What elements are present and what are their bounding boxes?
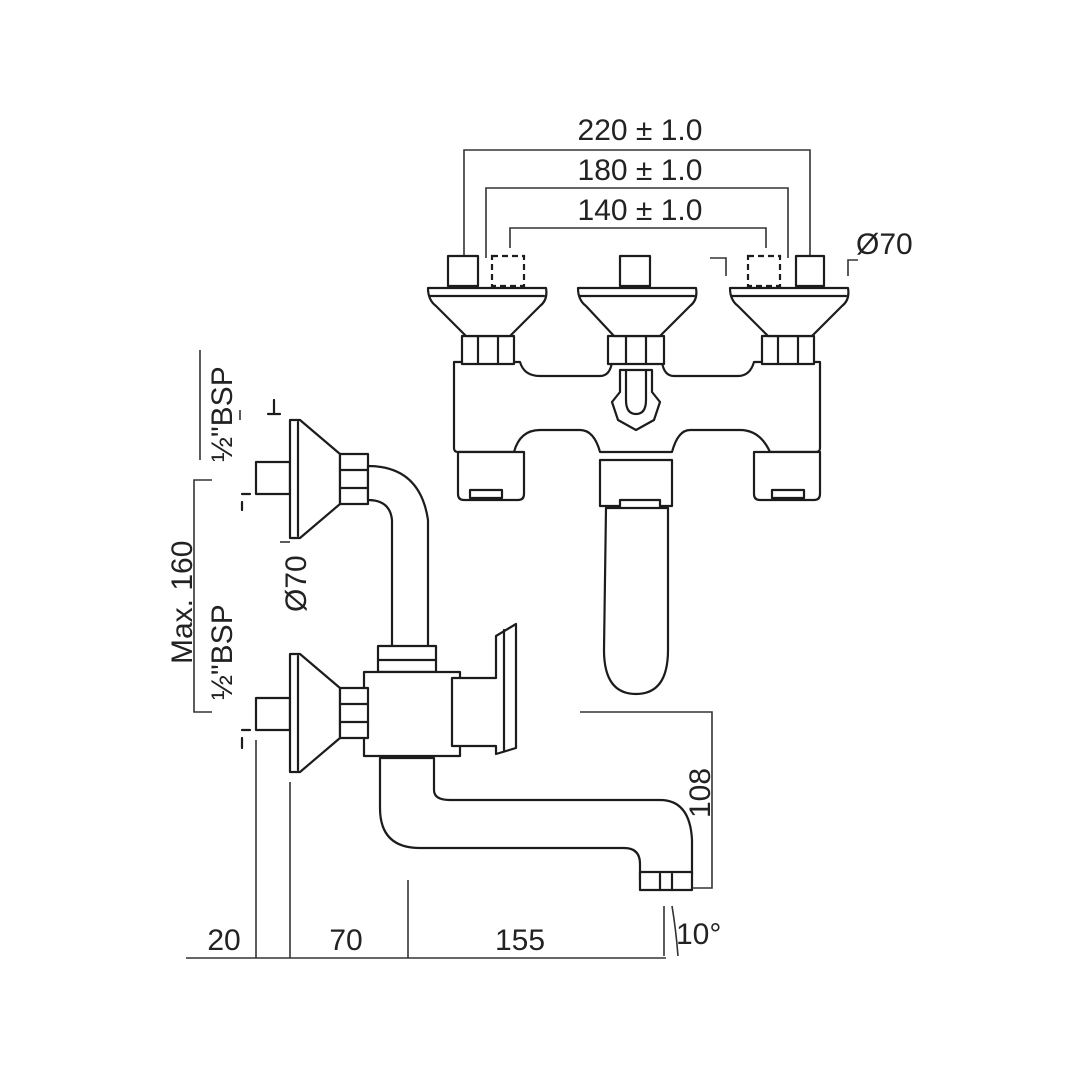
- spout-reach-label: 155: [495, 924, 545, 957]
- right-foot: [752, 450, 822, 502]
- top-dimension-lines: [463, 149, 811, 258]
- wall-offset-label: 20: [207, 924, 240, 957]
- left-hex-nut: [460, 334, 516, 366]
- diverter-knob: [610, 368, 662, 432]
- lower-inlet-pipe: [254, 696, 292, 732]
- flange-diameter-label-top: Ø70: [856, 228, 913, 261]
- center-hex-nut: [606, 334, 666, 366]
- dim-140-label: 140 ± 1.0: [578, 194, 703, 227]
- thread-lower-label: ½"BSP: [206, 604, 239, 700]
- inlet-spacing-dim: [193, 479, 212, 713]
- left-foot: [456, 450, 526, 502]
- center-inlet-stub: [618, 254, 652, 288]
- front-view: 220 ± 1.0 180 ± 1.0 140 ± 1.0 Ø70: [426, 114, 913, 696]
- lever-handle: [602, 506, 670, 696]
- spout-angle-label: 10°: [676, 918, 721, 951]
- thread-upper-label: ½"BSP: [206, 366, 239, 462]
- side-view: ½"BSP ½"BSP Max. 160 Ø70: [166, 350, 721, 957]
- body-depth-label: 70: [329, 924, 362, 957]
- spout-height-dim: [580, 711, 713, 889]
- connecting-pipe: [366, 464, 430, 650]
- right-inlet-stub: [794, 254, 826, 288]
- upper-hex-nut-side: [338, 452, 370, 506]
- spout-height-label: 108: [684, 768, 717, 818]
- lever-handle-side: [450, 622, 518, 756]
- dim-180-label: 180 ± 1.0: [578, 154, 703, 187]
- flange-diameter-label-side: Ø70: [280, 555, 313, 612]
- spout-angle-marker: [663, 905, 679, 957]
- left-inlet-stub: [446, 254, 480, 288]
- left-foot-slot: [468, 488, 504, 500]
- spout: [378, 756, 694, 882]
- dim-220-label: 220 ± 1.0: [578, 114, 703, 147]
- left-inlet-alternate: [490, 254, 526, 288]
- bottom-dimension-lines: [186, 740, 666, 959]
- right-hex-nut: [760, 334, 816, 366]
- flange-diameter-callout: [710, 257, 858, 276]
- pipe-coupling-nut: [376, 644, 438, 674]
- mixer-body-side: [362, 670, 462, 758]
- spout-nozzle: [638, 870, 694, 892]
- right-foot-slot: [770, 488, 806, 500]
- lower-hex-nut-side: [338, 686, 370, 740]
- upper-inlet-pipe: [254, 460, 292, 496]
- right-inlet-alternate: [746, 254, 782, 288]
